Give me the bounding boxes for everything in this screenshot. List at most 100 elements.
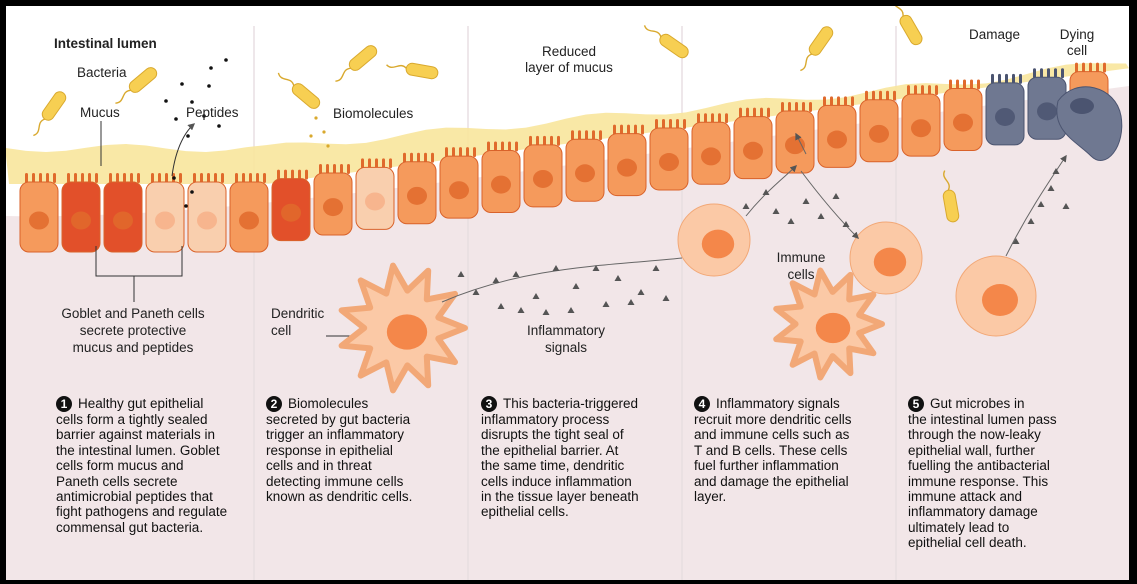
bacterium-body [290,81,322,111]
epithelial-cell [944,80,982,151]
caption-line: and damage the epithelial [694,474,849,489]
dendritic-nucleus [816,313,851,343]
microvillus [851,96,854,106]
bacterium-body [40,89,68,122]
microvillus [515,141,518,151]
epithelial-cell [734,108,772,179]
biomolecule-dot [322,130,325,133]
peptide-dot [186,134,190,138]
biomolecule-dot [326,144,329,147]
cell-nucleus [743,142,763,160]
microvillus [697,113,700,123]
caption-line: the intestinal lumen pass [908,412,1057,427]
microvillus [319,164,322,174]
caption-line: inflammatory damage [908,504,1038,519]
label-bacteria: Bacteria [77,65,127,81]
cell-nucleus [407,187,427,205]
caption-line: Biomolecules [288,396,368,411]
step-number-badge: 4 [694,396,710,412]
microvillus [487,141,490,151]
cell-nucleus [491,176,511,194]
microvillus [578,130,581,140]
dying-cell-nucleus [1070,98,1094,114]
microvillus [1075,63,1078,73]
caption-line: recruit more dendritic cells [694,412,852,427]
microvillus [67,173,70,183]
cell-nucleus [71,212,91,230]
epithelial-cell [818,96,856,167]
microvillus [949,80,952,90]
cell-nucleus [869,125,889,143]
caption-line: known as dendritic cells. [266,489,412,504]
epithelial-cell [20,173,58,252]
step-number-badge: 5 [908,396,924,412]
cell-nucleus [323,198,343,216]
bacterium [795,24,835,73]
microvillus [403,153,406,163]
goblet-cell [188,173,226,252]
cell-nucleus [239,212,259,230]
caption-line: cells and in threat [266,458,372,473]
label-immune-line1: Immune [766,250,836,266]
bacterium-flagellum [277,72,295,88]
goblet-cell [356,158,394,229]
microvillus [151,173,154,183]
label-goblet-line1: Goblet and Paneth cells [48,306,218,322]
label-inflammatory-line2: signals [516,340,616,356]
caption-line: fuel further inflammation [694,458,839,473]
caption-line: fight pathogens and regulate [56,504,227,519]
caption-line: disrupts the tight seal of [481,427,624,442]
label-dying-cell-line2: cell [1052,43,1102,59]
panel-1-caption: 1Healthy gut epithelialcells form a tigh… [56,396,256,535]
panel-2-caption: 2Biomoleculessecreted by gut bacteriatri… [266,396,466,504]
peptide-dot [184,204,188,208]
label-dendritic-line2: cell [271,323,291,339]
caption-line: barrier against materials in [56,427,215,442]
caption-line: immune response. This [908,474,1048,489]
microvillus [725,113,728,123]
cell-nucleus [365,192,385,210]
bacterium-body [347,43,379,73]
cell-nucleus [113,212,133,230]
dendritic-nucleus [387,314,427,349]
peptide-dot [207,84,211,88]
label-immune-line2: cells [766,267,836,283]
bacterium-flagellum [386,63,406,70]
immune-cell [850,222,922,294]
microvillus [991,74,994,84]
bacterium-body [807,24,835,57]
immune-cell-nucleus [982,284,1018,316]
microvillus [431,153,434,163]
paneth-cell [62,173,100,252]
label-reduced-mucus-line1: Reduced [514,44,624,60]
peptide-dot [172,176,176,180]
caption-line: epithelial cell death. [908,535,1027,550]
epithelial-cell [524,136,562,207]
caption-line: commensal gut bacteria. [56,520,203,535]
epithelial-cell [650,119,688,190]
microvillus [445,147,448,157]
cell-nucleus [155,212,175,230]
epithelial-cell [398,153,436,224]
cell-nucleus [911,119,931,137]
peptide-dot [224,58,228,62]
caption-line: Healthy gut epithelial [78,396,203,411]
caption-line: cells form mucus and [56,458,184,473]
peptide-dot [209,66,213,70]
bacterium-body [657,32,690,60]
caption-line: Gut microbes in [930,396,1025,411]
microvillus [1033,68,1036,78]
label-reduced-mucus-line2: layer of mucus [514,60,624,76]
cell-nucleus [575,164,595,182]
bacterium-flagellum [32,118,46,136]
label-biomolecules: Biomolecules [333,106,413,122]
microvillus [571,130,574,140]
bacterium [28,89,68,138]
cell-nucleus [533,170,553,188]
bacterium-flagellum [892,6,905,17]
microvillus [599,130,602,140]
caption-line: epithelial wall, further [908,443,1035,458]
caption-line: response in epithelial [266,443,393,458]
microvillus [1019,74,1022,84]
label-dying-cell-line1: Dying [1052,27,1102,43]
